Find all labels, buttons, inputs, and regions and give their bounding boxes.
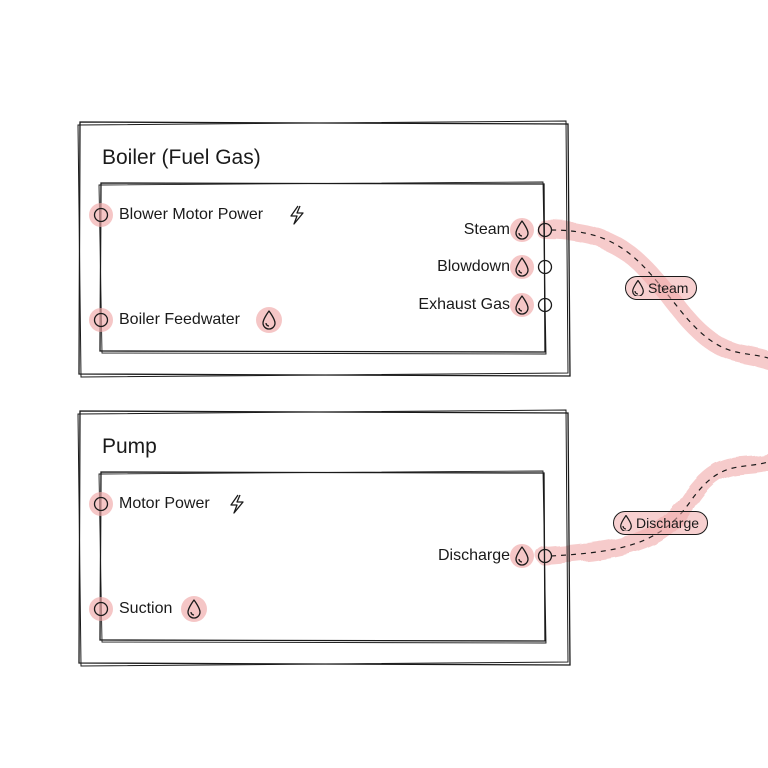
port-blower-motor-power[interactable] <box>93 207 109 223</box>
port-label-blower-motor-power: Blower Motor Power <box>119 206 264 223</box>
droplet-icon <box>632 280 644 296</box>
port-blowdown[interactable] <box>537 259 553 275</box>
port-discharge[interactable] <box>537 548 553 564</box>
port-steam[interactable] <box>537 222 553 238</box>
port-boiler-feedwater[interactable] <box>93 312 109 328</box>
node-title-boiler: Boiler (Fuel Gas) <box>102 146 261 169</box>
port-exhaust-gas[interactable] <box>537 297 553 313</box>
port-label-motor-power: Motor Power <box>119 495 210 512</box>
droplet-icon <box>515 220 529 240</box>
port-label-exhaust-gas: Exhaust Gas <box>418 296 510 313</box>
port-label-boiler-feedwater: Boiler Feedwater <box>119 311 240 328</box>
port-highlights <box>89 203 534 622</box>
edge-label-discharge-text: Discharge <box>636 515 700 531</box>
edge-steam-line[interactable] <box>550 229 768 359</box>
port-label-discharge: Discharge <box>437 547 510 564</box>
edge-discharge-line[interactable] <box>550 461 768 557</box>
lightning-icon <box>290 205 304 225</box>
lightning-icon <box>230 494 244 514</box>
port-suction[interactable] <box>93 601 109 617</box>
node-title-pump: Pump <box>102 435 157 458</box>
droplet-icon <box>187 599 201 619</box>
droplet-icon <box>515 257 529 277</box>
node-pump-frame[interactable] <box>77 409 571 667</box>
port-motor-power[interactable] <box>93 496 109 512</box>
port-label-steam: Steam <box>463 221 510 238</box>
edge-label-steam-text: Steam <box>648 280 689 296</box>
node-boiler-frame[interactable] <box>77 120 571 378</box>
edge-label-steam[interactable]: Steam <box>625 276 698 300</box>
edge-label-discharge[interactable]: Discharge <box>613 511 709 535</box>
port-label-suction: Suction <box>119 600 173 617</box>
droplet-icon <box>515 295 529 315</box>
droplet-icon <box>262 310 276 330</box>
port-label-blowdown: Blowdown <box>437 258 510 275</box>
edge-discharge-highlight <box>536 453 768 565</box>
droplet-icon <box>620 515 632 531</box>
droplet-icon <box>515 546 529 566</box>
